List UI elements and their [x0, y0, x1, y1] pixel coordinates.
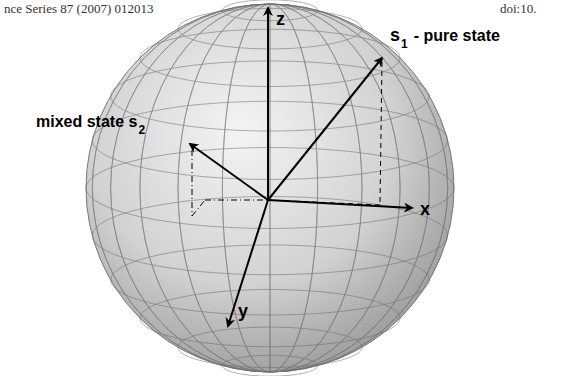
header-text: nce Series 87 (2007) 012013 — [4, 2, 153, 15]
subscript: 1 — [401, 38, 408, 50]
meridian-line — [111, 4, 430, 372]
meridian-line — [178, 4, 362, 372]
sphere-grid — [86, 0, 454, 376]
x-axis — [268, 200, 412, 208]
axis-label: x — [420, 200, 430, 218]
meridian-line — [92, 4, 447, 372]
meridian-line — [140, 4, 400, 372]
mixed-projection — [205, 200, 268, 201]
pure-state-vector — [268, 58, 382, 200]
meridian-line — [222, 4, 317, 372]
axes — [190, 8, 412, 326]
mixed-state-vector — [190, 144, 268, 200]
state-label: mixed state s — [36, 114, 137, 130]
projection-lines — [192, 62, 382, 216]
axis-label: y — [238, 302, 248, 320]
header-text: doi:10. — [500, 2, 536, 15]
y-axis — [228, 200, 268, 326]
meridian-line — [111, 4, 430, 372]
subscript: 2 — [138, 124, 145, 136]
mixed-projection — [192, 200, 205, 216]
mixed-projection — [192, 150, 193, 216]
state-label: s — [390, 26, 400, 44]
meridian-line — [140, 4, 400, 372]
pure-projection — [380, 62, 382, 205]
state-label: - pure state — [414, 28, 500, 44]
axis-label: z — [276, 10, 285, 28]
sphere — [86, 4, 454, 372]
pure-projection — [268, 200, 380, 205]
meridian-line — [270, 4, 271, 372]
meridian-line — [92, 4, 447, 372]
z-axis — [267, 8, 269, 200]
meridian-line — [178, 4, 362, 372]
meridian-line — [222, 4, 317, 372]
